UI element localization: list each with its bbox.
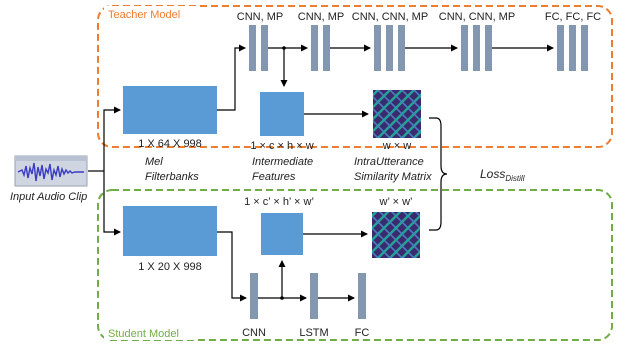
teacher-layer-label-3: CNN, CNN, MP	[352, 11, 428, 23]
teacher-model-region	[97, 5, 613, 148]
audio-waveform-icon	[14, 155, 88, 187]
teacher-matrix-shape: w × w	[382, 140, 411, 152]
mel-caption-line-2: Filterbanks	[145, 171, 199, 183]
teacher-input-features	[123, 86, 217, 134]
teacher-layer-group-3	[374, 25, 405, 71]
similarity-caption-line-1: IntraUtterance	[354, 156, 424, 168]
mel-caption-line-1: Mel	[145, 156, 163, 168]
teacher-layer-group-2	[311, 25, 330, 71]
student-layer-label-lstm: LSTM	[299, 327, 328, 339]
teacher-layer-group-5	[557, 25, 588, 71]
student-intermediate-features	[261, 213, 303, 255]
teacher-model-title: Teacher Model	[108, 9, 180, 21]
student-matrix-shape: w’ × w’	[379, 196, 413, 208]
teacher-layer-group-4	[461, 25, 492, 71]
teacher-intermediate-features	[260, 92, 304, 136]
student-lstm-layer	[310, 273, 318, 319]
student-layer-label-fc: FC	[355, 327, 370, 339]
intermediate-caption-line-2: Features	[252, 171, 296, 183]
student-model-region	[97, 189, 613, 341]
teacher-intermediate-shape: 1 × c × h × w	[250, 140, 313, 152]
loss-distill-label: LossDistill	[480, 167, 525, 183]
student-intermediate-shape: 1 × c’ × h’ × w’	[244, 196, 314, 208]
teacher-layer-group-1	[249, 25, 268, 71]
teacher-layer-label-2: CNN, MP	[298, 11, 344, 23]
student-input-shape: 1 X 20 X 998	[138, 261, 202, 273]
teacher-layer-label-1: CNN, MP	[237, 11, 283, 23]
student-layer-label-cnn: CNN	[242, 327, 266, 339]
input-audio-clip-label: Input Audio Clip	[10, 191, 87, 203]
student-model-title: Student Model	[108, 328, 179, 340]
student-input-features	[123, 206, 217, 256]
teacher-layer-label-4: CNN, CNN, MP	[439, 11, 515, 23]
intermediate-caption-line-1: Intermediate	[252, 156, 313, 168]
teacher-similarity-matrix	[373, 90, 421, 138]
teacher-layer-label-5: FC, FC, FC	[545, 11, 601, 23]
loss-bracket	[429, 117, 448, 231]
arrow-to-student-input	[103, 171, 121, 236]
arrow-to-teacher-input	[103, 106, 121, 171]
student-fc-layer	[358, 273, 366, 319]
student-cnn-layer	[250, 273, 258, 319]
similarity-caption-line-2: Similarity Matrix	[354, 171, 432, 183]
teacher-input-shape: 1 X 64 X 998	[138, 138, 202, 150]
student-similarity-matrix	[372, 212, 420, 258]
